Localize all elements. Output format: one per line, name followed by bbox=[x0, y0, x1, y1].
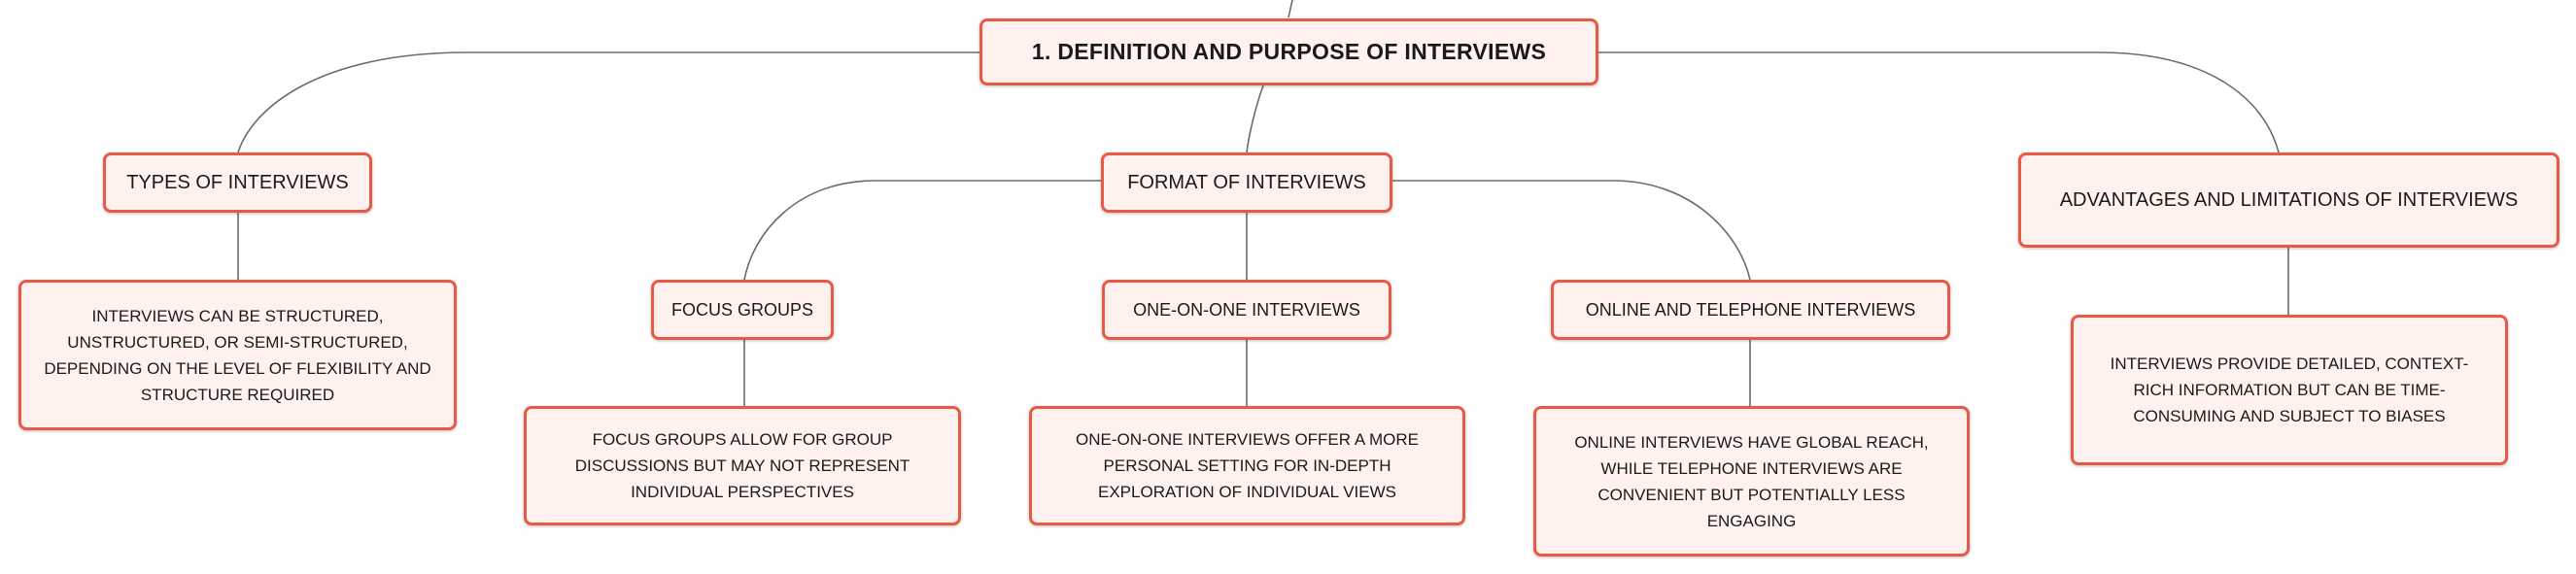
subtopic-focus-groups[interactable]: FOCUS GROUPS bbox=[651, 280, 834, 340]
subtopic-one-on-one-interviews[interactable]: ONE-ON-ONE INTERVIEWS bbox=[1102, 280, 1391, 340]
subtopic-label: FOCUS GROUPS bbox=[670, 299, 813, 320]
connector-root-to-advantages bbox=[1598, 51, 2280, 153]
connector-format-to-online bbox=[1392, 180, 1751, 281]
detail-online-and-telephone-interviews[interactable]: ONLINE INTERVIEWS HAVE GLOBAL REACH, WHI… bbox=[1533, 406, 1970, 557]
detail-text: FOCUS GROUPS ALLOW FOR GROUP DISCUSSIONS… bbox=[574, 430, 910, 501]
connector-root-top bbox=[1288, 0, 1293, 18]
connector-root-to-types bbox=[237, 51, 979, 153]
topic-label: ADVANTAGES AND LIMITATIONS OF INTERVIEWS bbox=[2059, 188, 2519, 211]
detail-text: ONE-ON-ONE INTERVIEWS OFFER A MORE PERSO… bbox=[1076, 430, 1419, 501]
subtopic-label: ONE-ON-ONE INTERVIEWS bbox=[1133, 299, 1360, 320]
detail-advantages-and-limitations[interactable]: INTERVIEWS PROVIDE DETAILED, CONTEXT-RIC… bbox=[2071, 315, 2508, 465]
topic-types-of-interviews[interactable]: TYPES OF INTERVIEWS bbox=[103, 152, 372, 213]
connector-root-to-format bbox=[1246, 84, 1264, 153]
detail-one-on-one-interviews[interactable]: ONE-ON-ONE INTERVIEWS OFFER A MORE PERSO… bbox=[1029, 406, 1465, 525]
topic-label: FORMAT OF INTERVIEWS bbox=[1127, 171, 1366, 193]
subtopic-online-and-telephone-interviews[interactable]: ONLINE AND TELEPHONE INTERVIEWS bbox=[1551, 280, 1950, 340]
detail-types-of-interviews[interactable]: INTERVIEWS CAN BE STRUCTURED, UNSTRUCTUR… bbox=[18, 280, 457, 430]
topic-label: TYPES OF INTERVIEWS bbox=[126, 171, 349, 193]
detail-focus-groups[interactable]: FOCUS GROUPS ALLOW FOR GROUP DISCUSSIONS… bbox=[524, 406, 961, 525]
topic-format-of-interviews[interactable]: FORMAT OF INTERVIEWS bbox=[1101, 152, 1392, 213]
connector-format-to-focus bbox=[743, 180, 1101, 281]
detail-text: ONLINE INTERVIEWS HAVE GLOBAL REACH, WHI… bbox=[1574, 432, 1929, 530]
subtopic-label: ONLINE AND TELEPHONE INTERVIEWS bbox=[1585, 299, 1916, 320]
root-title: 1. DEFINITION AND PURPOSE OF INTERVIEWS bbox=[1031, 39, 1547, 64]
detail-text: INTERVIEWS PROVIDE DETAILED, CONTEXT-RIC… bbox=[2110, 355, 2469, 425]
root-node[interactable]: 1. DEFINITION AND PURPOSE OF INTERVIEWS bbox=[979, 18, 1598, 85]
detail-text: INTERVIEWS CAN BE STRUCTURED, UNSTRUCTUR… bbox=[44, 306, 431, 404]
topic-advantages-and-limitations[interactable]: ADVANTAGES AND LIMITATIONS OF INTERVIEWS bbox=[2018, 152, 2559, 248]
